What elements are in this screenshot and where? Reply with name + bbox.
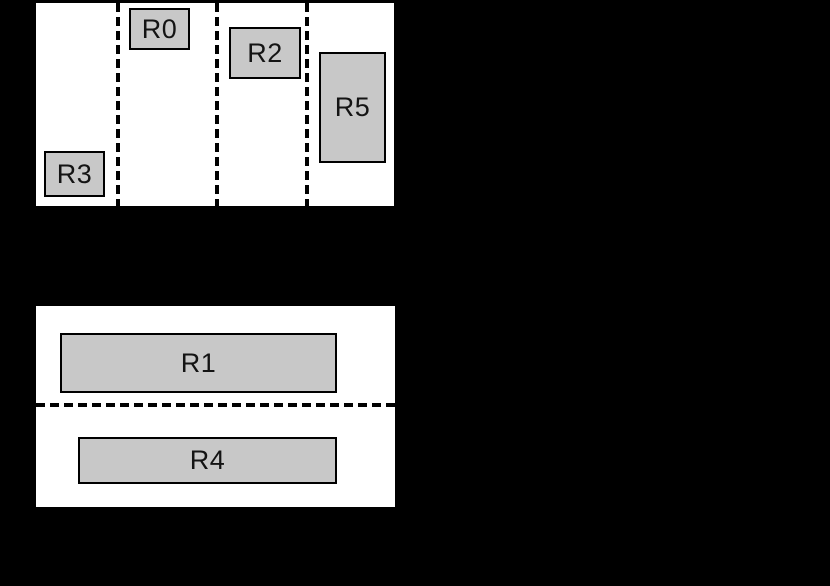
rect-label-R1: R1 — [180, 347, 217, 378]
rect-R2: R2 — [229, 27, 301, 79]
rect-R1: R1 — [60, 333, 337, 393]
rect-R5: R5 — [319, 52, 386, 163]
vertical-dashed-divider — [215, 3, 219, 206]
rect-R0: R0 — [129, 8, 190, 50]
rect-R3: R3 — [44, 151, 105, 197]
rect-label-R2: R2 — [247, 37, 283, 68]
rect-label-R3: R3 — [56, 158, 93, 189]
rect-R4: R4 — [78, 437, 337, 484]
rect-label-R5: R5 — [334, 92, 371, 122]
vertical-dashed-divider — [305, 3, 309, 206]
rect-label-R0: R0 — [141, 13, 178, 44]
rect-label-R4: R4 — [189, 445, 226, 475]
vertical-dashed-divider — [116, 3, 120, 206]
horizontal-dashed-divider — [36, 403, 395, 407]
